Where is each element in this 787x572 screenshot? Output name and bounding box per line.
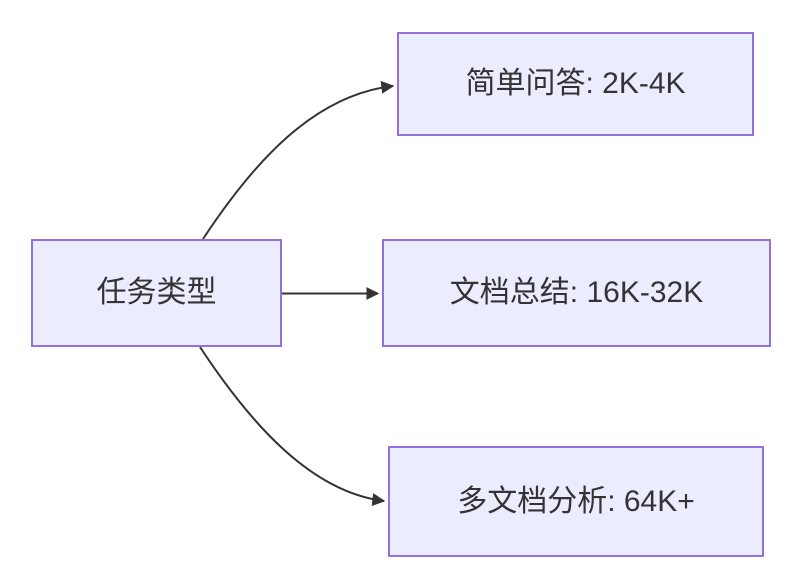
edge-root-to-multidoc bbox=[199, 346, 386, 506]
node-multidoc-analysis: 多文档分析: 64K+ bbox=[388, 446, 764, 557]
node-doc-summary-label: 文档总结: 16K-32K bbox=[449, 276, 704, 309]
node-task-type: 任务类型 bbox=[31, 239, 282, 347]
node-simple-qa: 简单问答: 2K-4K bbox=[397, 32, 754, 136]
node-simple-qa-label: 简单问答: 2K-4K bbox=[465, 67, 686, 100]
node-multidoc-analysis-label: 多文档分析: 64K+ bbox=[457, 484, 695, 518]
node-doc-summary: 文档总结: 16K-32K bbox=[382, 239, 771, 347]
node-task-type-label: 任务类型 bbox=[96, 276, 217, 309]
edge-root-to-simple-qa bbox=[202, 80, 395, 240]
